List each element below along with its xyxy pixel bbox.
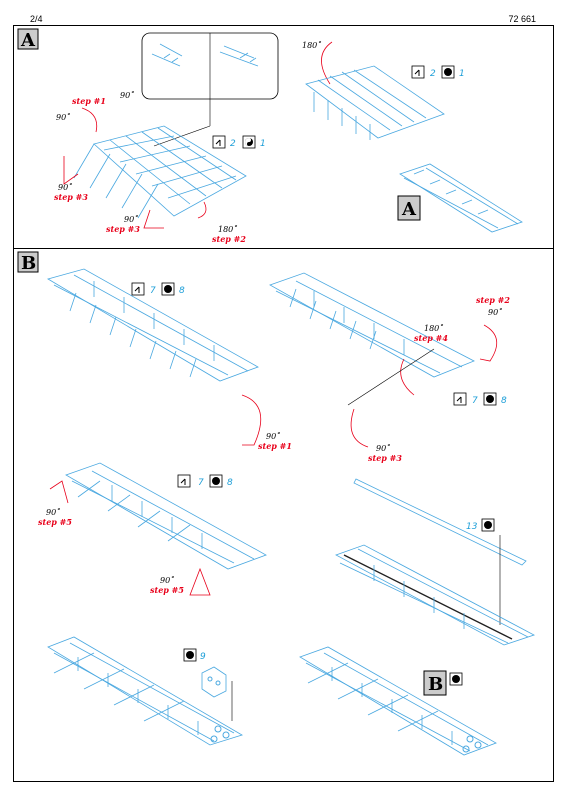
svg-text:2: 2 [230, 139, 236, 149]
frame-b6 [299, 646, 497, 756]
icon-part-13: 13 [466, 518, 495, 532]
fold-arc-b2-step2 [479, 324, 498, 362]
svg-text:90˚: 90˚ [488, 308, 502, 317]
strip-part-13 [353, 478, 527, 566]
svg-text:step #2: step #2 [212, 234, 246, 244]
svg-text:step #5: step #5 [38, 517, 72, 527]
section-b-drawing: B 7 8 90˚ step #1 step #2 90˚ [17, 251, 536, 756]
page-number: 2/4 [30, 14, 43, 24]
fold-arc-step3 [63, 156, 79, 185]
svg-text:90˚: 90˚ [58, 183, 72, 192]
fold-icon-group-b1: 7 8 [131, 282, 185, 296]
svg-text:90˚: 90˚ [376, 444, 390, 453]
frame-a-right-top [305, 65, 445, 140]
frame-a-left [73, 125, 247, 219]
detail-inset [141, 32, 279, 147]
svg-text:step #3: step #3 [106, 224, 140, 234]
fold-icon-group-b2: 7 8 [453, 392, 507, 406]
fold-arc-step2b [143, 209, 164, 229]
section-b-label-box: B [17, 251, 39, 274]
icon-part-9: 9 [183, 648, 206, 662]
fold-arc-step1 [81, 107, 98, 133]
section-b-corner-label: B [423, 670, 463, 696]
svg-text:180˚: 180˚ [218, 225, 237, 234]
svg-text:1: 1 [459, 69, 465, 79]
frame-b3 [65, 462, 267, 570]
svg-text:step #1: step #1 [72, 96, 106, 106]
section-b-panel: B 7 8 90˚ step #1 step #2 90˚ [13, 248, 554, 782]
svg-text:90˚: 90˚ [266, 432, 280, 441]
svg-text:2: 2 [430, 69, 436, 79]
fold-arc-b2-step4 [400, 358, 415, 396]
fold-arc-top-right [321, 41, 333, 85]
svg-text:7: 7 [150, 286, 156, 296]
frame-b5 [47, 636, 243, 746]
svg-text:90˚: 90˚ [124, 215, 138, 224]
svg-text:8: 8 [501, 396, 507, 406]
svg-text:step #3: step #3 [368, 453, 402, 463]
fold-arc-b3-right [189, 567, 211, 596]
svg-text:8: 8 [179, 286, 185, 296]
section-a-panel: A 90˚ step #1 90˚ 90˚ step #3 90˚ step #… [13, 25, 554, 249]
svg-text:step #5: step #5 [150, 585, 184, 595]
svg-text:A: A [20, 30, 36, 51]
svg-text:A: A [401, 199, 417, 220]
section-a-drawing: A 90˚ step #1 90˚ 90˚ step #3 90˚ step #… [17, 28, 523, 244]
fold-arc-b1 [241, 394, 262, 446]
section-a-corner-label: A [397, 195, 421, 221]
frame-b1 [46, 268, 259, 382]
fold-icon-group-b3: 7 8 [177, 474, 233, 488]
svg-text:9: 9 [200, 652, 206, 662]
svg-text:step #2: step #2 [476, 295, 510, 305]
svg-text:8: 8 [227, 478, 233, 488]
svg-text:180˚: 180˚ [302, 41, 321, 50]
svg-text:7: 7 [198, 478, 204, 488]
frame-b2 [269, 272, 475, 378]
fold-icon-group-a-top: 2 1 [411, 65, 465, 79]
svg-text:90˚: 90˚ [46, 508, 60, 517]
svg-text:1: 1 [260, 139, 266, 149]
kit-code: 72 661 [508, 14, 536, 24]
svg-text:step #1: step #1 [258, 441, 292, 451]
svg-text:13: 13 [466, 522, 478, 532]
frame-a-right-bottom [399, 163, 523, 233]
fold-arc-step4 [197, 201, 207, 219]
svg-text:B: B [21, 253, 36, 274]
svg-text:90˚: 90˚ [160, 576, 174, 585]
fold-arc-b3-left [49, 480, 69, 504]
svg-text:B: B [428, 674, 443, 695]
svg-text:90˚: 90˚ [56, 113, 70, 122]
part-9 [201, 666, 227, 698]
svg-text:7: 7 [472, 396, 478, 406]
svg-text:step #3: step #3 [54, 192, 88, 202]
fold-icon-group-a-mid: 2 1 [212, 135, 266, 149]
svg-text:180˚: 180˚ [424, 324, 443, 333]
frame-b4 [335, 544, 536, 646]
fold-arc-b2-step3 [350, 408, 369, 448]
svg-text:step #4: step #4 [414, 333, 448, 343]
svg-text:90˚: 90˚ [120, 91, 134, 100]
section-a-label-box: A [17, 28, 39, 51]
